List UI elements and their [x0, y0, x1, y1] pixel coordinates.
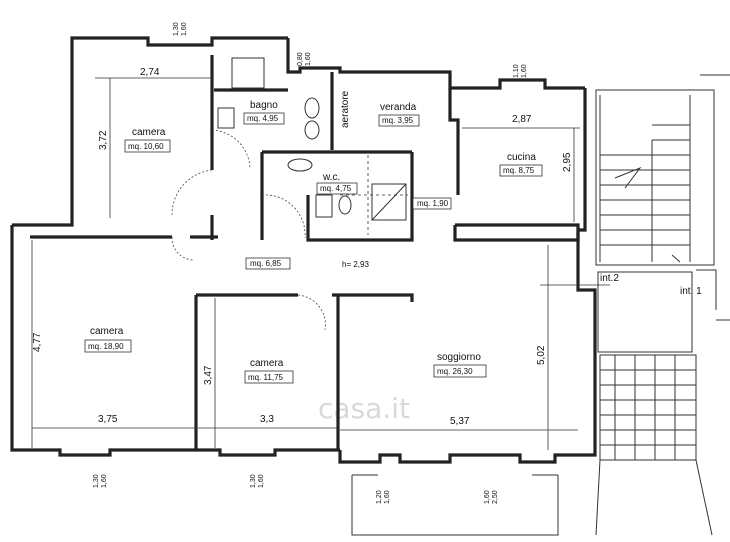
door-swings	[171, 129, 408, 331]
room-label-bagno: bagno	[250, 100, 278, 111]
area-soggiorno: mq. 26,30	[437, 367, 473, 376]
dim-soggiorno-height: 5,02	[536, 345, 547, 365]
svg-text:1,60: 1,60	[305, 52, 312, 66]
dim-camera-top-height: 3,72	[98, 130, 109, 150]
room-label-soggiorno: soggiorno	[437, 352, 481, 363]
svg-text:1,60: 1,60	[384, 490, 391, 504]
svg-text:1,60: 1,60	[181, 22, 188, 36]
dim-camera-top-width: 2,74	[140, 67, 160, 78]
svg-text:1,60: 1,60	[101, 474, 108, 488]
window-dimensions: 1,30 1,60 0,80 1,60 1,10 1,60 1,30 1,60 …	[93, 22, 528, 504]
svg-text:0,80: 0,80	[297, 52, 304, 66]
area-wc: mq. 4,75	[320, 184, 352, 193]
area-disimpegno: mq. 1,90	[417, 199, 449, 208]
staircase	[595, 74, 730, 536]
area-camera-left: mq. 18,90	[88, 342, 124, 351]
area-veranda: mq. 3,95	[382, 116, 414, 125]
ceiling-height: h= 2,93	[342, 260, 369, 269]
room-label-camera-top: camera	[132, 127, 166, 138]
dim-soggiorno-width: 5,37	[450, 416, 470, 427]
svg-text:2,50: 2,50	[492, 490, 499, 504]
svg-text:1,30: 1,30	[93, 474, 100, 488]
balcony	[351, 474, 559, 536]
room-label-camera-mid: camera	[250, 358, 284, 369]
label-int2: int.2	[600, 273, 619, 284]
area-cucina: mq. 8,75	[503, 166, 535, 175]
area-camera-mid: mq. 11,75	[248, 373, 284, 382]
room-label-veranda: veranda	[380, 102, 417, 113]
area-bagno: mq. 4,95	[247, 114, 279, 123]
outer-walls	[10, 36, 597, 464]
room-label-camera-left: camera	[90, 326, 124, 337]
dim-camera-mid-height: 3,47	[203, 365, 214, 385]
svg-text:1,30: 1,30	[250, 474, 257, 488]
room-label-wc: w.c.	[322, 172, 340, 183]
svg-text:1,60: 1,60	[521, 64, 528, 78]
area-corridoio: mq. 6,85	[250, 259, 282, 268]
area-camera-top: mq. 10,60	[128, 142, 164, 151]
svg-text:1,60: 1,60	[484, 490, 491, 504]
dim-cucina-height: 2,95	[562, 152, 573, 172]
watermark-text: casa.it	[318, 392, 410, 425]
label-aeratore: aeratore	[340, 90, 351, 128]
dim-camera-left-width: 3,75	[98, 414, 118, 425]
svg-text:1,20: 1,20	[376, 490, 383, 504]
room-label-cucina: cucina	[507, 152, 536, 163]
dim-camera-mid-width: 3,3	[260, 414, 274, 425]
dimension-lines	[31, 77, 610, 450]
svg-text:1,30: 1,30	[173, 22, 180, 36]
dim-cucina-width: 2,87	[512, 114, 532, 125]
dim-camera-left-height: 4,77	[32, 332, 43, 352]
svg-text:1,10: 1,10	[513, 64, 520, 78]
label-int1: int. 1	[680, 286, 702, 297]
svg-text:1,60: 1,60	[258, 474, 265, 488]
fixtures	[217, 97, 407, 221]
interior-walls	[30, 55, 580, 450]
